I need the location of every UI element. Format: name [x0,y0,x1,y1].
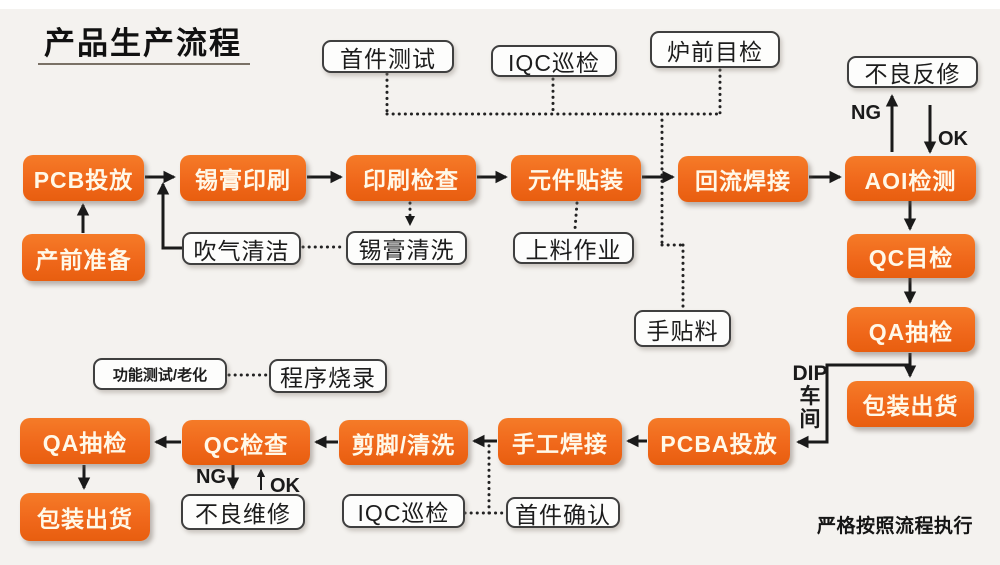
node-qc-visual: QC目检 [847,234,975,278]
label-ok-top: OK [938,128,968,150]
title-underline [38,63,250,65]
node-qa-sample-right: QA抽检 [847,307,975,352]
node-first-article-confirm: 首件确认 [506,497,620,528]
node-defect-repair: 不良维修 [181,494,305,530]
node-hand-solder: 手工焊接 [498,418,622,465]
dip-line-1: DIP [792,362,828,385]
label-ng-top: NG [851,102,881,124]
label-dip-workshop: DIP 车 间 [792,362,828,431]
node-pre-production: 产前准备 [22,234,145,281]
node-reflow-solder: 回流焊接 [678,156,808,202]
node-func-test-aging: 功能测试/老化 [93,358,227,390]
node-qc-check: QC检查 [182,420,310,465]
node-aoi-inspect: AOI检测 [845,156,976,201]
node-hand-place: 手贴料 [634,310,731,347]
node-packing-right: 包装出货 [847,381,974,427]
node-solder-paste-print: 锡膏印刷 [180,155,306,201]
node-air-clean: 吹气清洁 [182,232,301,265]
node-program-burn: 程序烧录 [269,359,387,393]
node-iqc-patrol-bottom: IQC巡检 [342,494,465,528]
node-furnace-visual-check: 炉前目检 [650,31,780,68]
node-qa-sample-bottom: QA抽检 [20,418,150,464]
dip-line-2: 车 [799,385,821,408]
node-print-inspect: 印刷检查 [346,155,476,201]
node-component-mount: 元件贴装 [511,155,641,201]
solid-arrows [76,94,937,490]
dotted-links [227,68,723,515]
node-defect-rework: 不良反修 [847,56,978,88]
node-pcba-launch: PCBA投放 [648,418,790,465]
node-first-article-test: 首件测试 [322,40,454,73]
label-ok-bottom: OK [270,475,300,497]
node-packing-bottom: 包装出货 [20,493,150,541]
node-loading-operation: 上料作业 [513,232,634,264]
node-pcb-launch: PCB投放 [23,155,144,201]
page-title: 产品生产流程 [44,26,242,61]
node-iqc-patrol-top: IQC巡检 [491,45,617,77]
label-ng-bottom: NG [196,466,226,488]
footer-note: 严格按照流程执行 [817,516,974,537]
dip-line-3: 间 [799,408,821,431]
node-solder-paste-clean: 锡膏清洗 [346,231,467,265]
node-trim-clean: 剪脚/清洗 [339,420,468,465]
top-white-band [0,0,1000,9]
